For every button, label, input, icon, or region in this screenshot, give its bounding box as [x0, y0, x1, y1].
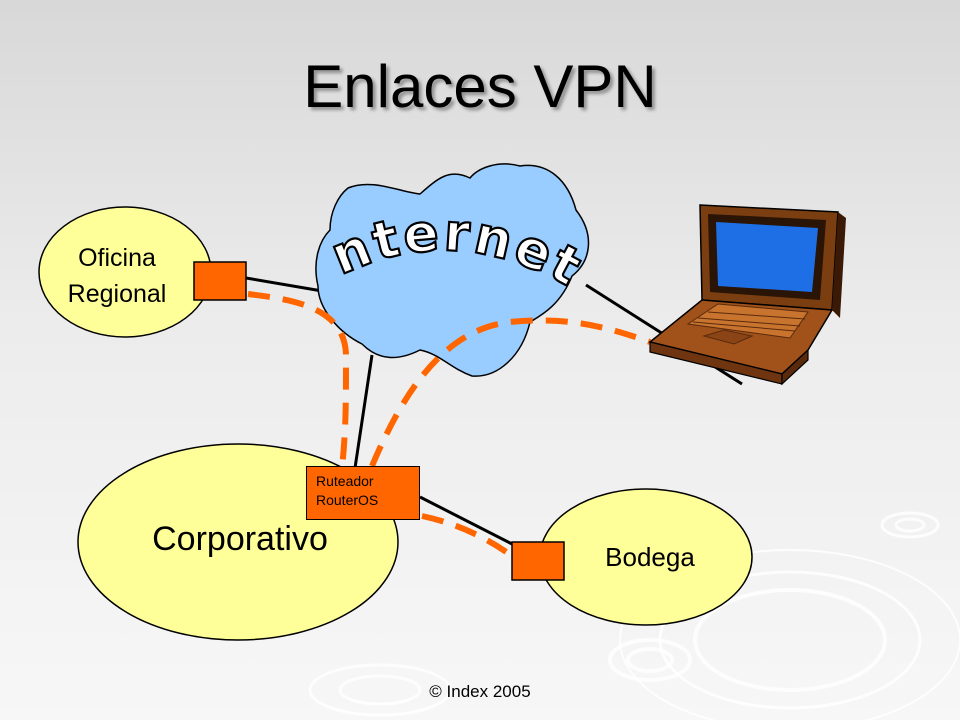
oficina-label: Oficina Regional: [52, 240, 182, 312]
vpn-bodega-router: [421, 513, 514, 559]
laptop-icon: [648, 204, 846, 386]
link-oficina-internet: [245, 276, 329, 294]
page-title: Enlaces VPN: [303, 53, 657, 120]
router-box: Ruteador RouterOS: [306, 466, 420, 520]
vpn-tunnels: [247, 291, 651, 559]
oficina-label-line2: Regional: [67, 280, 167, 308]
router-label-line1: Ruteador: [316, 473, 374, 489]
corporativo-label: Corporativo: [152, 520, 328, 558]
link-corporativo-bodega: [419, 495, 513, 546]
oficina-label-line1: Oficina: [78, 244, 156, 272]
link-corporativo-internet: [353, 354, 374, 469]
bodega-router-box: [511, 541, 565, 581]
bodega-label: Bodega: [605, 542, 695, 572]
oficina-router-box: [193, 261, 247, 301]
decorative-rings: [308, 511, 960, 720]
router-label-line2: RouterOS: [316, 492, 379, 508]
footer-copyright: © Index 2005: [429, 682, 531, 701]
vpn-oficina-router: [247, 291, 350, 469]
